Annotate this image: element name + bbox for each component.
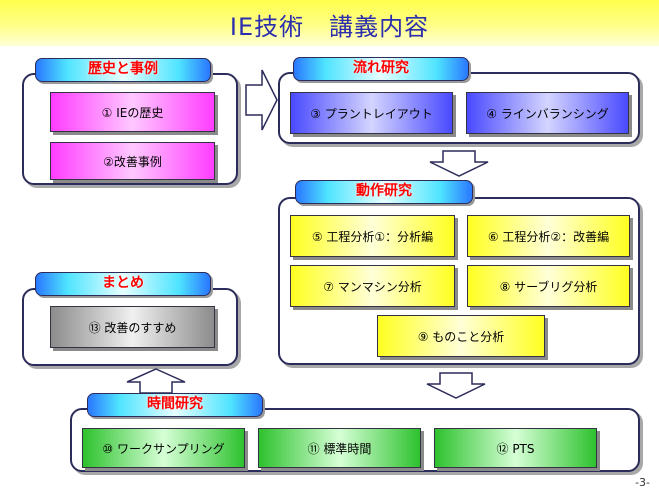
topic-monokoto-analysis: ⑨ ものこと分析 [377, 315, 545, 357]
topic-plant-layout: ③ プラントレイアウト [290, 92, 453, 134]
section-flow-label: 流れ研究 [293, 57, 469, 81]
section-summary-label: まとめ [35, 272, 211, 296]
section-history-label: 歴史と事例 [35, 58, 211, 82]
slide-header: IE技術 講義内容 [0, 0, 659, 46]
arrow-up-icon [125, 367, 187, 395]
topic-process-analysis-1: ⑤ 工程分析①：分析編 [290, 215, 455, 257]
topic-recommendation-for-improvement: ⑬ 改善のすすめ [50, 306, 215, 348]
section-time-label: 時間研究 [87, 393, 263, 417]
topic-standard-time: ⑪ 標準時間 [258, 428, 421, 468]
topic-line-balancing: ④ ラインバランシング [466, 92, 629, 134]
page-number: -3- [635, 476, 650, 489]
slide-title: IE技術 講義内容 [229, 13, 430, 41]
section-motion-label: 動作研究 [295, 180, 473, 204]
topic-man-machine-analysis: ⑦ マンマシン分析 [290, 265, 455, 307]
arrow-right-icon [245, 68, 279, 132]
topic-pts: ⑫ PTS [434, 428, 597, 468]
topic-improvement-cases: ②改善事例 [50, 142, 215, 180]
topic-work-sampling: ⑩ ワークサンプリング [82, 428, 245, 468]
arrow-down-icon [428, 150, 490, 178]
topic-ie-history: ① IEの歴史 [50, 92, 215, 132]
topic-process-analysis-2: ⑥ 工程分析②：改善編 [467, 215, 630, 257]
arrow-down-icon [425, 372, 487, 400]
topic-therblig-analysis: ⑧ サーブリグ分析 [467, 265, 630, 307]
